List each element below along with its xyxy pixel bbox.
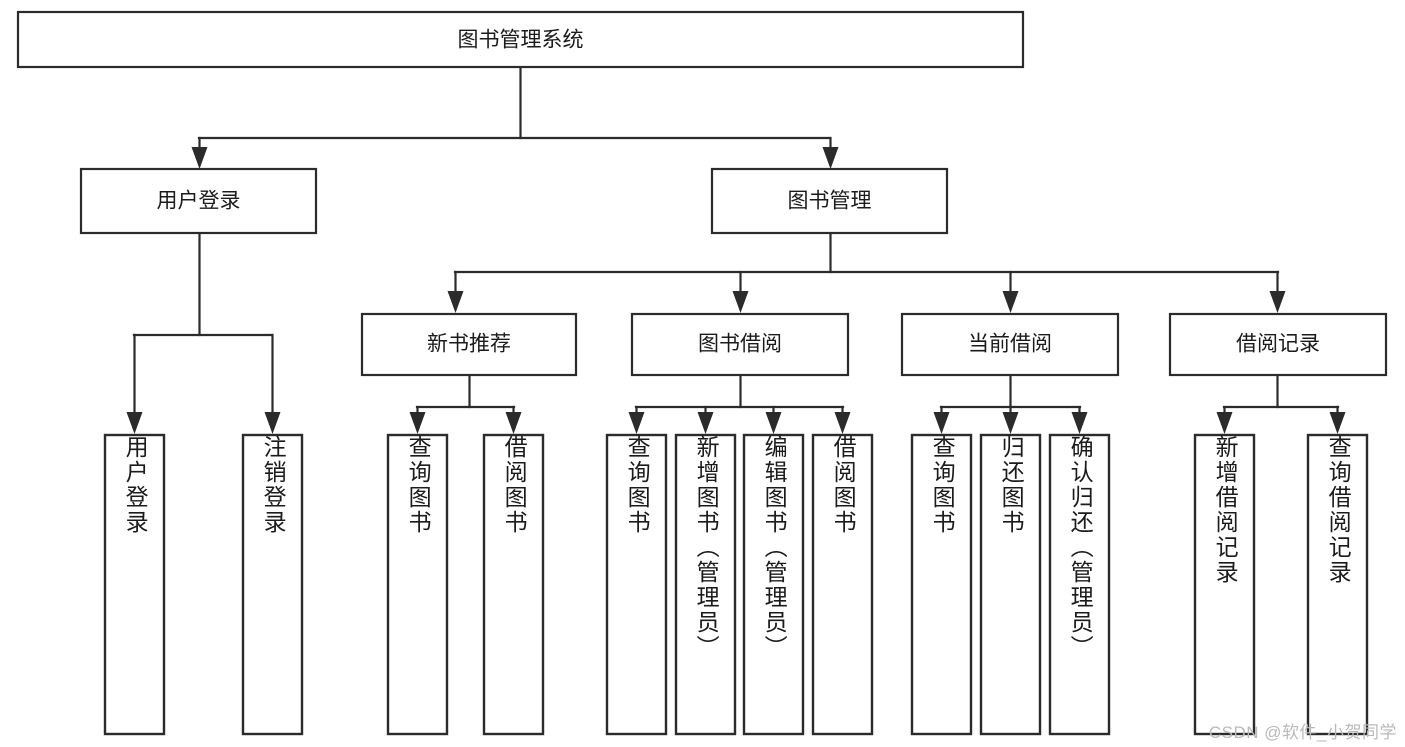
leaf-box <box>103 433 166 736</box>
leaf-box <box>1048 433 1111 736</box>
node-user-login[interactable]: 用户登录 <box>79 167 318 235</box>
connector-group-book-management <box>447 231 1286 313</box>
leaf-box <box>910 433 973 736</box>
leaf-box <box>605 433 668 736</box>
node-book-management[interactable]: 图书管理 <box>710 167 949 235</box>
node-borrow-record-label: 借阅记录 <box>1236 333 1320 356</box>
leaf-box <box>811 433 874 736</box>
leaf-box <box>386 433 449 736</box>
node-root[interactable]: 图书管理系统 <box>16 10 1025 69</box>
node-user-login-label: 用户登录 <box>157 190 241 213</box>
leaf-box <box>241 433 304 736</box>
node-root-label: 图书管理系统 <box>458 29 584 52</box>
node-current-borrow-label: 当前借阅 <box>968 333 1052 356</box>
leaf-group-borrow-record <box>1193 433 1369 736</box>
leaf-group-current-borrow <box>910 433 1111 736</box>
connector-group-user-login <box>126 231 281 434</box>
node-book-management-label: 图书管理 <box>788 190 872 213</box>
leaf-group-new-book-recommend <box>386 433 545 736</box>
node-new-book-recommend-label: 新书推荐 <box>427 333 511 356</box>
connector-group-current-borrow <box>933 373 1088 434</box>
connector-group-root <box>191 65 839 169</box>
leaf-box <box>1306 433 1369 736</box>
leaf-box <box>482 433 545 736</box>
leaf-box <box>742 433 805 736</box>
watermark-text: CSDN @软件_小贺同学 <box>1208 723 1397 742</box>
leaf-box <box>674 433 737 736</box>
leaf-box <box>979 433 1042 736</box>
leaf-group-book-borrow <box>605 433 874 736</box>
leaf-group-user-login <box>103 433 304 736</box>
node-new-book-recommend[interactable]: 新书推荐 <box>360 312 578 377</box>
node-book-borrow[interactable]: 图书借阅 <box>630 312 850 377</box>
node-current-borrow[interactable]: 当前借阅 <box>900 312 1120 377</box>
leaf-box <box>1193 433 1256 736</box>
node-borrow-record[interactable]: 借阅记录 <box>1168 312 1388 377</box>
connector-group-book-borrow <box>628 373 851 434</box>
connector-group-borrow-record <box>1216 373 1346 434</box>
node-book-borrow-label: 图书借阅 <box>698 333 782 356</box>
connector-group-new-book-recommend <box>409 373 522 434</box>
